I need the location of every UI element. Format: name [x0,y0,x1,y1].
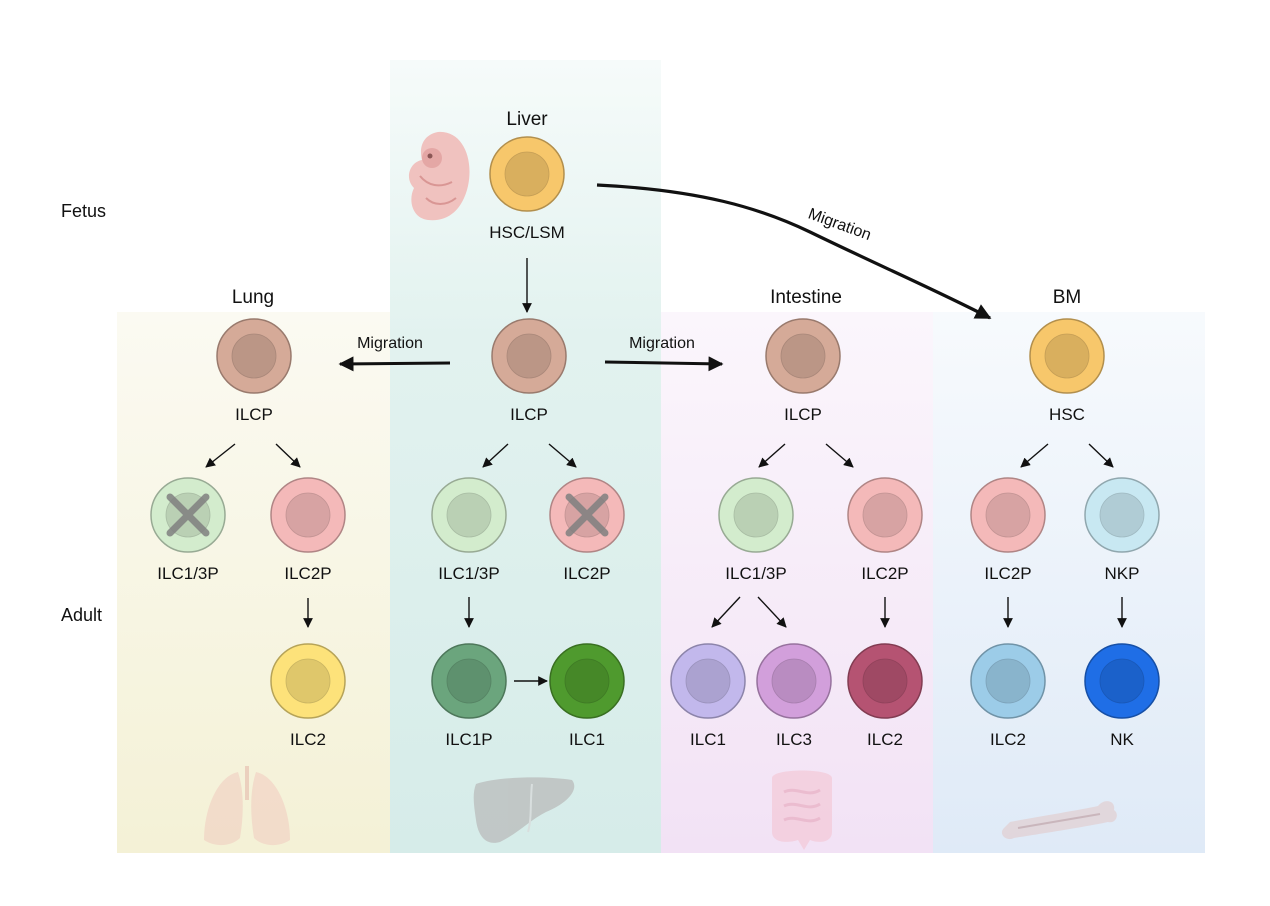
cell-int-ilc3: ILC3 [756,643,832,749]
liver-title: Liver [506,109,548,130]
cell-nucleus [446,658,492,704]
cell-label: ILC2P [984,564,1031,583]
cell-label: ILC2P [284,564,331,583]
embryo-icon [408,131,470,221]
intestine-icon [772,770,832,850]
lung-title: Lung [232,287,274,308]
lung-icon [204,766,290,846]
fetus-label: Fetus [61,201,106,221]
cell-bm-nk: NK [1084,643,1160,749]
cell-label: ILCP [235,405,273,424]
cells: HSC/LSM ILCP ILC1/3P ILC2P ILC1P ILC1 ILCP ILC1… [150,136,1160,749]
cell-nucleus [771,658,817,704]
cell-label: ILC3 [776,730,812,749]
cell-nucleus [685,658,731,704]
cell-label: NK [1110,730,1134,749]
cell-label: ILC1/3P [725,564,786,583]
cell-int-ilcp: ILCP [765,318,841,424]
cell-lung-ilc2p: ILC2P [270,477,346,583]
cell-nucleus [985,658,1031,704]
cell-label: HSC/LSM [489,223,565,242]
adult-label: Adult [61,605,102,625]
cell-bm-nkp: NKP [1084,477,1160,583]
migration-arrows [338,183,992,372]
cell-nucleus [733,492,779,538]
blocked-cross-icon [166,493,210,537]
cell-bm-ilc2p: ILC2P [970,477,1046,583]
cell-label: ILC2 [290,730,326,749]
migration-label-intestine: Migration [629,335,695,352]
cell-nucleus [1099,658,1145,704]
cell-label: ILCP [510,405,548,424]
cell-nucleus [862,658,908,704]
cell-nucleus [446,492,492,538]
bone-icon [1001,801,1117,840]
cell-label: ILC2 [867,730,903,749]
cell-nucleus [285,658,331,704]
cell-nucleus [504,151,550,197]
cell-nucleus [780,333,826,379]
cell-label: HSC [1049,405,1085,424]
cell-lung-ilc2: ILC2 [270,643,346,749]
blocked-cross-icon [565,493,609,537]
cell-bm-ilc2: ILC2 [970,643,1046,749]
intestine-panel [661,312,933,853]
cell-label: ILCP [784,405,822,424]
bm-title: BM [1053,287,1082,308]
cell-label: ILC2 [990,730,1026,749]
cell-int-ilc13p: ILC1/3P [718,477,794,583]
cell-label: ILC1P [445,730,492,749]
cell-liver-ilcp: ILCP [491,318,567,424]
arrows [205,258,1127,686]
cell-nucleus [564,658,610,704]
cell-int-ilc1: ILC1 [670,643,746,749]
cell-bm-hsc: HSC [1029,318,1105,424]
cell-label: ILC2P [861,564,908,583]
intestine-title: Intestine [770,287,842,308]
migration-label-lung: Migration [357,335,423,352]
liver-icon [473,777,575,843]
cell-nucleus [985,492,1031,538]
cell-nucleus [231,333,277,379]
cell-nucleus [1099,492,1145,538]
cell-label: ILC2P [563,564,610,583]
migration-label-bm: Migration [806,206,874,244]
cell-nucleus [862,492,908,538]
cell-nucleus [506,333,552,379]
cell-label: NKP [1105,564,1140,583]
cell-label: ILC1 [690,730,726,749]
cell-nucleus [1044,333,1090,379]
cell-liver-ilc1: ILC1 [549,643,625,749]
cell-nucleus [285,492,331,538]
cell-label: ILC1/3P [157,564,218,583]
cell-liver-hsc: HSC/LSM [489,136,565,242]
cell-lung-ilcp: ILCP [216,318,292,424]
cell-liver-ilc2p: ILC2P [549,477,625,583]
cell-liver-ilc1p: ILC1P [431,643,507,749]
cell-lung-ilc13p: ILC1/3P [150,477,226,583]
cell-label: ILC1/3P [438,564,499,583]
cell-liver-ilc13p: ILC1/3P [431,477,507,583]
cell-int-ilc2: ILC2 [847,643,923,749]
bm-panel [933,312,1205,853]
cell-label: ILC1 [569,730,605,749]
cell-int-ilc2p: ILC2P [847,477,923,583]
lung-panel [117,312,390,853]
